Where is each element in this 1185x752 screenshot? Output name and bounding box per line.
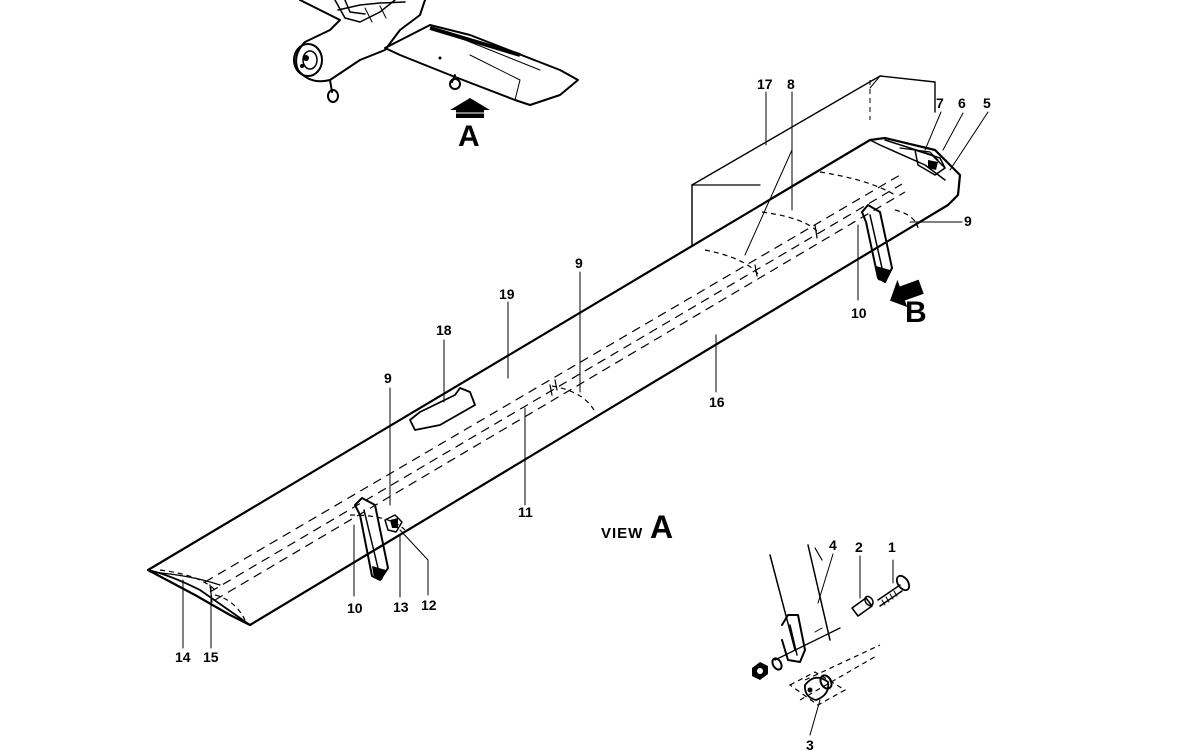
callout-16: 16 xyxy=(709,394,725,410)
access-panel xyxy=(409,387,476,431)
callout-13: 13 xyxy=(393,599,409,615)
callout-12: 12 xyxy=(421,597,437,613)
callout-11: 11 xyxy=(518,504,533,520)
callout-19: 19 xyxy=(499,286,515,302)
tip-fitting xyxy=(914,149,946,176)
view-a-caption: VIEW A xyxy=(601,509,673,545)
callout-7: 7 xyxy=(936,95,944,111)
leader-lines xyxy=(182,91,989,736)
view-caption-word: VIEW xyxy=(601,525,643,542)
view-b-arrow: B xyxy=(890,279,927,329)
callout-numbers: 1 2 4 3 5 6 7 8 17 9 9 9 10 10 11 12 13 … xyxy=(175,76,991,752)
callout-18: 18 xyxy=(436,322,452,338)
callout-10-outboard: 10 xyxy=(851,305,867,321)
flap-assembly xyxy=(146,136,962,627)
view-a-marker-label: A xyxy=(458,120,480,153)
view-b-marker-label: B xyxy=(905,296,927,329)
view-a-arrow: A xyxy=(450,98,490,153)
callout-5: 5 xyxy=(983,95,991,111)
callout-9-inboard: 9 xyxy=(384,370,392,386)
hinge-hardware-detail xyxy=(752,544,911,706)
callout-10-inboard: 10 xyxy=(347,600,363,616)
outboard-hinge-bracket xyxy=(861,204,893,283)
callout-2: 2 xyxy=(855,539,863,555)
phantom-cover-panel xyxy=(691,75,936,246)
callout-14: 14 xyxy=(175,649,191,665)
callout-3: 3 xyxy=(806,737,814,752)
callout-17: 17 xyxy=(757,76,773,92)
callout-6: 6 xyxy=(958,95,966,111)
view-caption-letter: A xyxy=(650,509,673,545)
aircraft-locator-sketch xyxy=(293,0,579,106)
callout-1: 1 xyxy=(888,539,896,555)
callout-4: 4 xyxy=(829,537,837,553)
callout-9-center: 9 xyxy=(575,255,583,271)
callout-15: 15 xyxy=(203,649,219,665)
callout-8: 8 xyxy=(787,76,795,92)
callout-9-outboard: 9 xyxy=(964,213,972,229)
inboard-hinge-bracket xyxy=(354,497,403,581)
